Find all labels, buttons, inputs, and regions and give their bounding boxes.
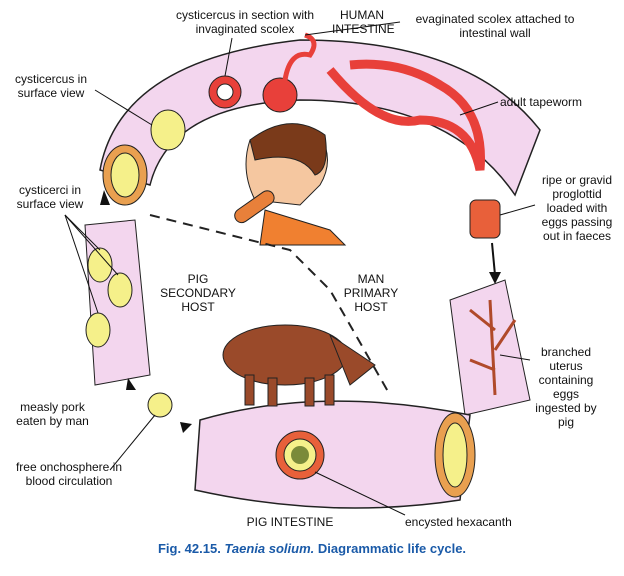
uterus-segment xyxy=(449,279,531,416)
label-onchosphere: free onchosphere in blood circulation xyxy=(15,460,123,488)
branched-uterus xyxy=(469,299,517,396)
pig-intestine xyxy=(194,400,471,509)
label-cysticercus-section: cysticercus in section with invaginated … xyxy=(175,8,315,36)
cysticercus-section-inner xyxy=(216,83,234,101)
onchosphere xyxy=(147,392,173,418)
label-evaginated-scolex: evaginated scolex attached to intestinal… xyxy=(415,12,575,40)
man-illustration xyxy=(234,123,347,246)
caption-fig-number: Fig. 42.15. xyxy=(157,541,221,556)
label-encysted-hexacanth: encysted hexacanth xyxy=(405,515,512,529)
label-man-host: MAN PRIMARY HOST xyxy=(343,272,399,314)
cysticercus-in-muscle xyxy=(85,312,111,348)
label-proglottid: ripe or gravid proglottid loaded with eg… xyxy=(541,173,613,243)
cysticercus-surface xyxy=(150,109,186,151)
host-divider xyxy=(149,214,391,396)
caption-species: Taenia solium. xyxy=(224,541,315,556)
gravid-proglottid xyxy=(469,199,501,239)
scolex-neck xyxy=(282,32,317,81)
arrow xyxy=(100,190,110,205)
label-cysticercus-surface: cysticercus in surface view xyxy=(14,72,88,100)
arrow xyxy=(180,422,192,433)
intestine-lumen xyxy=(110,152,140,198)
arrow xyxy=(126,378,136,390)
figure-caption: Fig. 42.15. Taenia solium. Diagrammatic … xyxy=(0,541,624,556)
label-cysticerci: cysticerci in surface view xyxy=(16,183,84,211)
label-branched-uterus: branched uterus containing eggs ingested… xyxy=(535,345,597,429)
label-pig-host: PIG SECONDARY HOST xyxy=(160,272,236,314)
label-pig-intestine: PIG INTESTINE xyxy=(246,515,334,529)
pig-intestine-lumen xyxy=(442,422,468,488)
pointer-lines xyxy=(64,21,536,471)
cysticercus-in-muscle xyxy=(107,272,133,308)
evaginated-scolex xyxy=(262,77,298,113)
cysticercus-in-muscle xyxy=(87,247,113,283)
pig-illustration xyxy=(222,324,376,407)
arrow xyxy=(491,242,496,276)
label-measly-pork: measly pork eaten by man xyxy=(16,400,89,428)
adult-tapeworm xyxy=(326,59,485,172)
pointer-line xyxy=(314,471,406,516)
caption-text: Diagrammatic life cycle. xyxy=(317,541,467,556)
label-human-intestine: HUMAN INTESTINE xyxy=(332,8,395,36)
label-adult-tapeworm: adult tapeworm xyxy=(500,95,583,109)
